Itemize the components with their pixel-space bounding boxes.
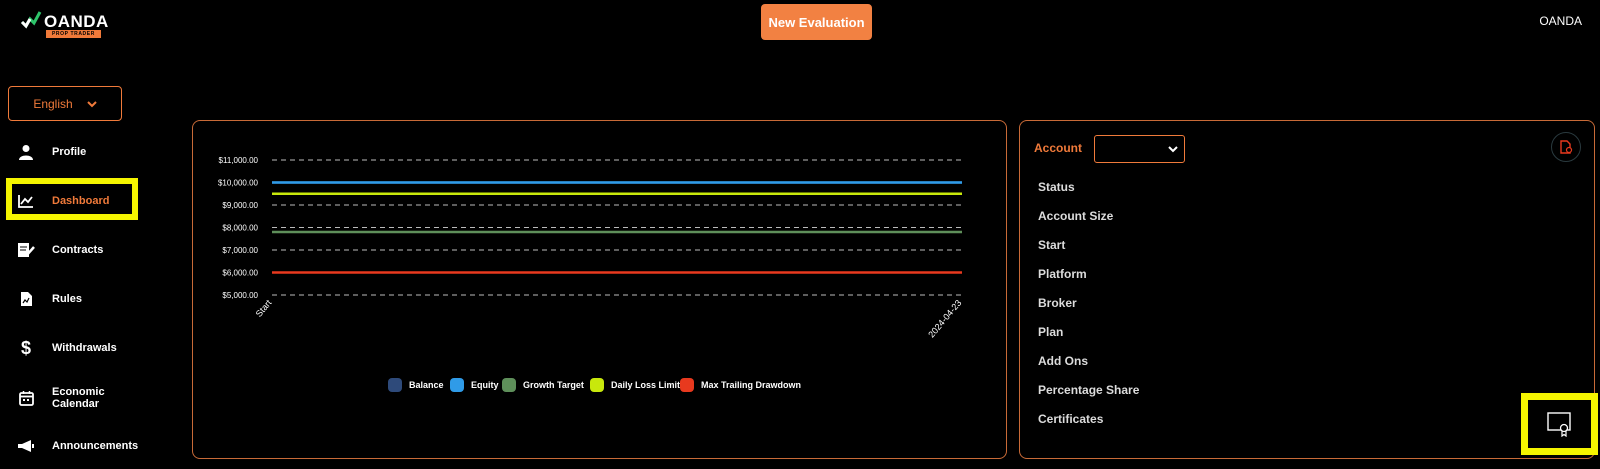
dashboard-highlight-box xyxy=(6,178,138,220)
account-field-platform: Platform xyxy=(1038,267,1087,281)
account-field-start: Start xyxy=(1038,238,1066,252)
chart-x-tick-label: Start xyxy=(254,297,274,318)
legend-swatch xyxy=(680,378,694,392)
logo-mark-icon xyxy=(20,11,42,29)
chart-y-tick-label: $11,000.00 xyxy=(219,156,259,165)
contract-icon xyxy=(8,242,44,258)
account-field-broker: Broker xyxy=(1038,296,1077,310)
chart-y-tick-label: $8,000.00 xyxy=(222,224,258,233)
sidebar-item-label: Rules xyxy=(52,293,82,305)
sidebar-item-label: Economic Calendar xyxy=(52,386,105,410)
legend-label[interactable]: Growth Target xyxy=(523,380,584,390)
chart-y-axis: $5,000.00 $6,000.00 $7,000.00 $8,000.00 $9,0… xyxy=(218,156,259,300)
account-label: Account xyxy=(1034,141,1082,155)
account-field-plan: Plan xyxy=(1038,325,1064,339)
dollar-icon: $ xyxy=(20,337,31,358)
legend-label[interactable]: Daily Loss Limit xyxy=(611,380,680,390)
sidebar-item-dashboard[interactable]: Dashboard xyxy=(8,183,178,219)
chart-series xyxy=(272,181,962,274)
sidebar-item-profile[interactable]: Profile xyxy=(8,134,178,170)
chevron-down-icon xyxy=(86,100,97,107)
account-field-add-ons: Add Ons xyxy=(1038,354,1088,368)
account-field-percentage-share: Percentage Share xyxy=(1038,383,1140,397)
sidebar-item-withdrawals[interactable]: $ Withdrawals xyxy=(8,330,178,366)
chart-y-tick-label: $7,000.00 xyxy=(222,246,258,255)
legend-swatch xyxy=(450,378,464,392)
sidebar-item-label: Dashboard xyxy=(52,195,110,207)
legend-swatch xyxy=(590,378,604,392)
account-field-account-size: Account Size xyxy=(1038,209,1114,223)
language-value: English xyxy=(33,96,73,111)
logo-text: OANDA xyxy=(44,12,109,31)
sidebar-item-label: Withdrawals xyxy=(52,342,117,354)
account-field-status: Status xyxy=(1038,180,1075,194)
sidebar-item-rules[interactable]: Rules xyxy=(8,281,178,317)
legend-swatch xyxy=(502,378,516,392)
sidebar-item-announcements[interactable]: Announcements xyxy=(8,428,178,464)
chart-legend[interactable]: Balance Equity Growth Target Daily Loss Lim… xyxy=(388,378,801,392)
legend-label[interactable]: Balance xyxy=(409,380,444,390)
chevron-down-icon xyxy=(1168,146,1178,153)
oanda-logo[interactable]: OANDA PROP TRADER xyxy=(20,10,112,38)
chart-y-tick-label: $6,000.00 xyxy=(222,269,258,278)
certificate-button[interactable] xyxy=(1521,393,1598,455)
sidebar-item-label: Contracts xyxy=(52,244,104,256)
chart-line-icon xyxy=(8,194,44,208)
chart-grid xyxy=(272,159,962,296)
calendar-icon xyxy=(8,390,44,406)
chart-x-tick-label: 2024-04-23 xyxy=(926,298,963,340)
language-select[interactable]: English xyxy=(8,86,122,121)
chart-y-tick-label: $5,000.00 xyxy=(222,291,258,300)
balance-chart: $5,000.00 $6,000.00 $7,000.00 $8,000.00 $9,0… xyxy=(218,156,964,392)
account-select[interactable] xyxy=(1094,135,1185,163)
chart-y-tick-label: $10,000.00 xyxy=(218,179,259,188)
sidebar-item-economic-calendar[interactable]: Economic Calendar xyxy=(8,380,178,416)
certificate-icon xyxy=(1546,412,1571,437)
account-report-button[interactable] xyxy=(1551,132,1581,162)
sidebar-item-label: Profile xyxy=(52,146,87,158)
account-field-certificates: Certificates xyxy=(1038,412,1104,426)
legend-label[interactable]: Equity xyxy=(471,380,499,390)
chart-panel xyxy=(192,120,1007,459)
sidebar-item-label: Announcements xyxy=(52,440,139,452)
legend-label[interactable]: Max Trailing Drawdown xyxy=(701,380,801,390)
chart-y-tick-label: $9,000.00 xyxy=(222,201,258,210)
chart-x-axis: Start 2024-04-23 xyxy=(254,297,964,339)
sidebar-item-contracts[interactable]: Contracts xyxy=(8,232,178,268)
document-icon xyxy=(8,291,44,307)
person-icon xyxy=(8,144,44,160)
legend-swatch xyxy=(388,378,402,392)
report-icon xyxy=(1560,140,1573,154)
megaphone-icon xyxy=(8,439,44,453)
logo-subtext: PROP TRADER xyxy=(46,30,101,38)
account-panel xyxy=(1019,120,1595,459)
user-brand-label[interactable]: OANDA xyxy=(1539,14,1582,28)
new-evaluation-button[interactable]: New Evaluation xyxy=(761,4,872,40)
